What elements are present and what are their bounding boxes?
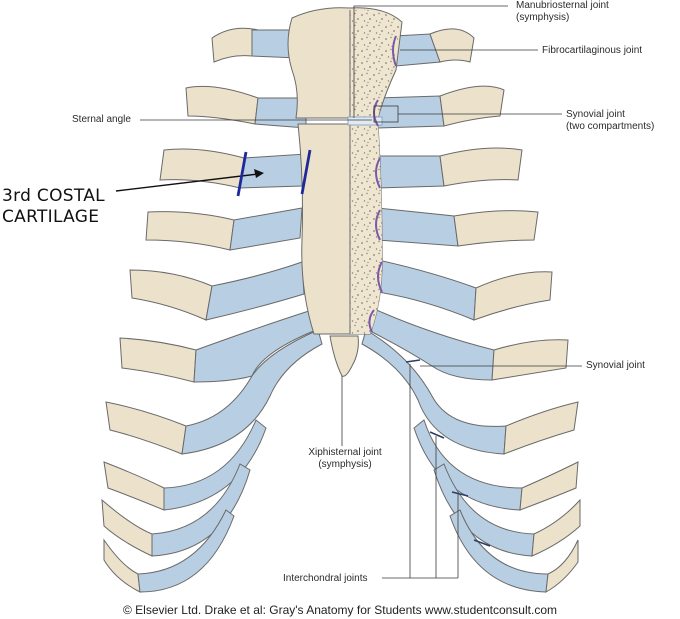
rib-8-left: [519, 461, 579, 511]
manubriosternal-joint-label-line2: (symphysis): [516, 12, 570, 23]
annotation-arrow-line: [115, 173, 259, 192]
rib-2-left: [439, 85, 505, 127]
annotation-line2: CARTILAGE: [2, 207, 100, 227]
interchondral-joint-mark-1: [405, 359, 421, 363]
synovial-joint-4-mark: [375, 209, 381, 241]
synovial-joint-two-label-line1: Synovial joint: [566, 109, 625, 120]
rib-4-left: [453, 210, 539, 247]
xiphisternal-joint-label-line2: (symphysis): [318, 459, 372, 470]
rib-7-left: [503, 401, 579, 455]
rib-5-left: [473, 271, 553, 321]
sternum: [287, 7, 403, 377]
fibrocartilaginous-joint-mark: [392, 35, 397, 67]
manubriosternal-joint: [347, 116, 383, 126]
xiphisternal-joint-label: Xiphisternal joint (symphysis): [290, 447, 400, 471]
synovial-joint-5-mark: [377, 261, 383, 293]
annotation-arrowhead: [254, 169, 264, 178]
leader-lines: [140, 5, 582, 579]
annotation-line1: 3rd COSTAL: [2, 186, 105, 206]
costal-cartilage-7-right: [181, 329, 323, 455]
xiphisternal-joint-label-line1: Xiphisternal joint: [308, 447, 382, 458]
costal-cartilage-3-right: [239, 153, 307, 189]
rib-7-right: [105, 401, 187, 455]
rib-4-right: [145, 211, 235, 251]
costal-cartilage-3-left: [377, 155, 445, 189]
rib-2-right: [185, 85, 259, 125]
rib-10-right: [103, 538, 141, 593]
rib-3-left: [439, 147, 523, 187]
interchondral-joint-mark-4: [473, 539, 491, 547]
manubriosternal-joint-label-line1: Manubriosternal joint: [516, 0, 609, 11]
cartilage-marker-left: [236, 151, 248, 197]
rib-3-right: [159, 148, 245, 189]
costal-cartilage-5-left: [377, 259, 477, 321]
sternum-cut-surface: [350, 9, 400, 334]
costal-cartilage-5-right: [205, 261, 305, 321]
synovial-joint-label: Synovial joint: [586, 360, 645, 371]
left-ribs: [361, 28, 581, 593]
synovial-joint-two-label-line2: (two compartments): [566, 121, 655, 132]
synovial-joint-6-mark: [368, 309, 375, 333]
sternal-angle-label: Sternal angle: [72, 114, 131, 125]
rib-10-left: [545, 539, 579, 593]
synovial-joint-3-mark: [375, 157, 381, 189]
costal-cartilage-annotation: [115, 149, 312, 197]
manubriosternal-joint-label: Manubriosternal joint (symphysis): [516, 0, 609, 24]
costal-cartilage-8-right: [163, 419, 267, 511]
rib-9-left: [531, 498, 581, 557]
interchondral-joint-mark-2: [429, 431, 445, 439]
costal-cartilage-4-right: [229, 207, 303, 251]
interchondral-joint-mark-3: [451, 491, 469, 497]
copyright-credit: © Elsevier Ltd. Drake et al: Gray's Anat…: [123, 603, 557, 617]
cartilage-marker-right: [300, 149, 312, 195]
right-ribs: [101, 27, 323, 593]
interchondral-joint-marks: [405, 359, 491, 547]
interchondral-joints-label: Interchondral joints: [283, 573, 368, 584]
xiphoid-process: [329, 335, 359, 377]
rib-5-right: [129, 269, 213, 321]
costal-cartilage-4-left: [377, 207, 459, 247]
costal-cartilage-6-right: [193, 309, 317, 383]
rib-6-right: [119, 337, 197, 383]
costal-cartilage-6-left: [367, 307, 495, 381]
rib-8-right: [103, 461, 165, 511]
costal-cartilage-9-right: [151, 463, 251, 557]
rib-1-left: [429, 28, 475, 63]
rib-1-right: [211, 27, 259, 63]
fibrocartilaginous-joint-label: Fibrocartilaginous joint: [542, 45, 643, 56]
rib-6-left: [491, 339, 569, 381]
synovial-joint-two-compartments-label: Synovial joint (two compartments): [566, 109, 654, 133]
costal-cartilage-10-right: [137, 509, 235, 593]
manubriosternal-leader: [353, 5, 508, 118]
third-costal-cartilage-annotation: 3rd COSTAL CARTILAGE: [2, 186, 105, 228]
costal-cartilage-2-left: [377, 95, 445, 129]
